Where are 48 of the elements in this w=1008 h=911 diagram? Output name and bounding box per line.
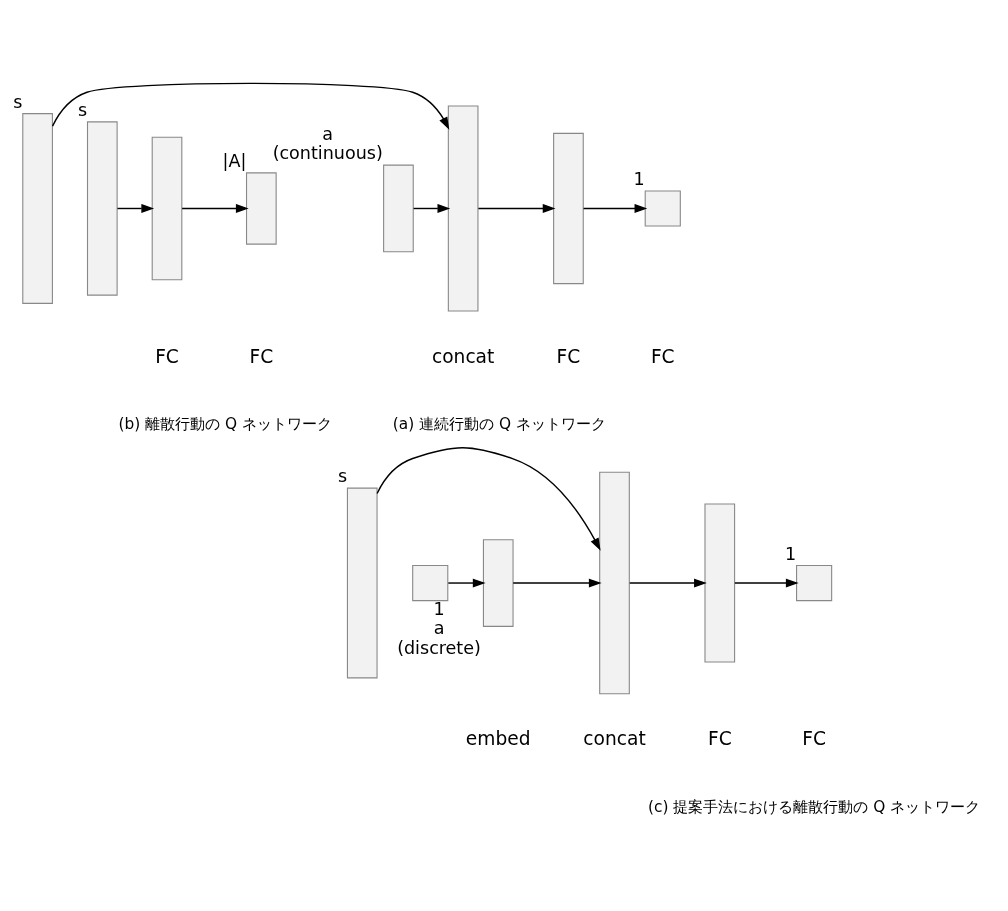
label: embed [465,728,531,750]
node-bar [151,136,183,281]
arrow [51,82,450,130]
label: (a) 連続行動の Q ネットワーク [392,415,606,434]
arrow [582,204,648,213]
label: FC [650,345,675,367]
arrow [734,578,799,588]
label: FC [707,728,732,750]
node-label: s [337,466,348,487]
node-box [644,190,681,227]
node-bar [482,539,514,627]
node-bar [22,113,53,304]
arrow [412,204,451,213]
arrow [181,204,249,213]
node-label: 1 [784,543,797,564]
arrow [376,447,601,551]
node-label: (discrete) [397,638,481,659]
arrow [477,204,556,213]
arrow [447,578,486,588]
node-label: |A| [222,151,247,172]
node-bar [447,105,479,312]
node-bar [553,132,584,285]
label: FC [249,345,274,367]
node-bar [599,471,630,695]
node-label: 1 [433,598,445,619]
label: (c) 提案手法における離散行動の Q ネットワーク [648,797,981,816]
label: FC [556,345,581,367]
label: (b) 離散行動の Q ネットワーク [118,415,332,434]
node-label: s [77,100,88,121]
node-label: 1 [633,169,645,190]
label: concat [431,345,495,367]
label: FC [155,345,179,367]
node-box [796,564,833,602]
node-bar [346,487,378,679]
node-label: a [322,123,334,144]
node-label: s [13,91,23,112]
node-label: (continuous) [272,143,383,164]
node-box [412,564,449,602]
arrow [116,204,155,213]
node-bar [246,172,277,245]
node-bar [383,164,414,253]
node-label: a [433,618,445,639]
label: FC [802,728,826,750]
arrow [512,578,602,588]
node-bar [86,121,118,296]
arrow [629,578,707,588]
node-bar [704,503,736,663]
label: concat [583,728,646,750]
